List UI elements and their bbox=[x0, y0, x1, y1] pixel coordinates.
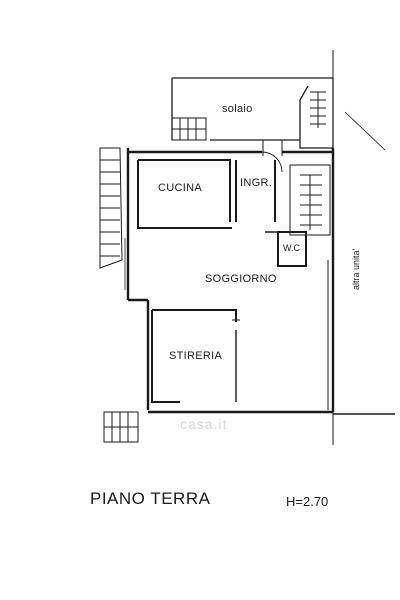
wc-box bbox=[277, 231, 307, 267]
solaio-access-stair bbox=[171, 117, 207, 141]
bottom-left-stair bbox=[103, 411, 139, 443]
room-label-ingresso: INGR. bbox=[240, 177, 273, 189]
solaio-outline bbox=[172, 77, 334, 149]
door-swing-ingresso bbox=[261, 151, 283, 173]
solaio-stair bbox=[310, 91, 326, 128]
room-label-soggiorno: SOGGIORNO bbox=[205, 273, 277, 285]
watermark: casa.it bbox=[180, 416, 228, 432]
room-label-wc: W.C bbox=[283, 243, 300, 253]
room-label-solaio: solaio bbox=[222, 103, 253, 115]
floor-title: PIANO TERRA bbox=[90, 489, 211, 508]
room-label-stireria: STIRERIA bbox=[169, 350, 223, 362]
internal-stair bbox=[289, 164, 331, 236]
ceiling-height: H=2.70 bbox=[286, 494, 329, 509]
cucina-wall bbox=[137, 159, 232, 229]
wall-ticks bbox=[232, 140, 283, 321]
stireria-wall bbox=[151, 309, 237, 403]
neighbor-boundary-diagonal bbox=[344, 111, 386, 151]
left-exterior-stair bbox=[99, 147, 123, 269]
main-upper-wall bbox=[126, 148, 333, 154]
room-label-cucina: CUCINA bbox=[158, 182, 202, 194]
neighbor-label: altra unita' bbox=[351, 248, 361, 290]
